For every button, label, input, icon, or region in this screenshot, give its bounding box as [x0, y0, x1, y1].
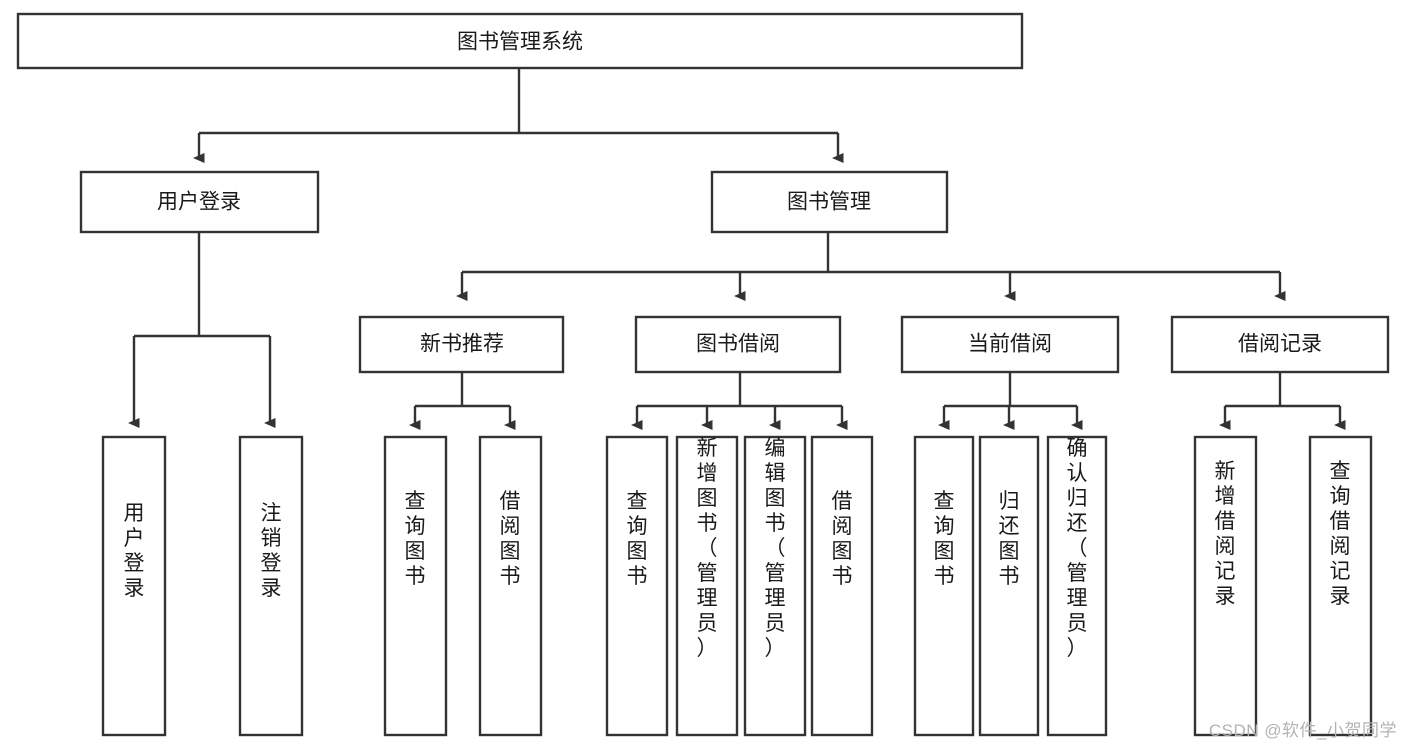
connector-group-root [193, 68, 844, 163]
leaf-node[interactable]: 查询借阅记录 [1308, 435, 1373, 737]
leaf-new-book-0-label: 查询图书 [405, 490, 426, 588]
node-user-login-label: 用户登录 [157, 191, 241, 214]
leaf-node[interactable]: 编辑图书（管理员） [743, 435, 807, 737]
leaf-node[interactable]: 归还图书 [978, 435, 1040, 737]
connector-group-new-book [409, 372, 516, 430]
leaf-borrow-record-1-label: 查询借阅记录 [1330, 460, 1351, 608]
node-new-book-recommend[interactable]: 新书推荐 [358, 315, 565, 374]
node-book-borrow-box [634, 315, 842, 374]
node-book-manage-box [710, 170, 949, 234]
leaf-node[interactable]: 借阅图书 [810, 435, 874, 737]
leaf-book-borrow-1-box [675, 435, 739, 737]
connector-group-book-manage [456, 232, 1286, 301]
node-borrow-record-box [1170, 315, 1390, 374]
node-borrow-record[interactable]: 借阅记录 [1170, 315, 1390, 374]
connector-group-borrow-record [1219, 372, 1346, 430]
leaf-current-borrow-1-box [978, 435, 1040, 737]
leaf-node[interactable]: 确认归还（管理员） [1046, 435, 1108, 737]
leaf-node[interactable]: 借阅图书 [478, 435, 543, 737]
leaf-book-borrow-1-label: 新增图书（管理员） [697, 437, 718, 660]
node-new-book-recommend-box [358, 315, 565, 374]
node-book-manage[interactable]: 图书管理 [710, 170, 949, 234]
connector-group-current-borrow [938, 372, 1083, 430]
leaf-node[interactable]: 新增借阅记录 [1193, 435, 1258, 737]
node-new-book-recommend-label: 新书推荐 [420, 333, 504, 356]
leaf-book-borrow-0-label: 查询图书 [627, 490, 648, 588]
leaf-node[interactable]: 用户登录 [101, 435, 167, 737]
node-root-box [16, 12, 1024, 70]
node-book-borrow[interactable]: 图书借阅 [634, 315, 842, 374]
node-root[interactable]: 图书管理系统 [16, 12, 1024, 70]
connector-group-book-borrow [631, 372, 848, 430]
node-user-login-box [79, 170, 320, 234]
node-current-borrow[interactable]: 当前借阅 [900, 315, 1120, 374]
node-book-borrow-label: 图书借阅 [696, 333, 780, 356]
leaf-user-login-0-label: 用户登录 [124, 502, 145, 600]
node-user-login[interactable]: 用户登录 [79, 170, 320, 234]
node-current-borrow-label: 当前借阅 [968, 333, 1052, 356]
leaf-current-borrow-2-label: 确认归还（管理员） [1067, 437, 1088, 660]
connector-group-user-login [128, 232, 276, 428]
node-current-borrow-box [900, 315, 1120, 374]
leaf-node[interactable]: 查询图书 [913, 435, 975, 737]
leaf-new-book-1-label: 借阅图书 [500, 490, 521, 588]
leaf-book-borrow-2-box [743, 435, 807, 737]
leaf-borrow-record-1-box [1308, 435, 1373, 737]
leaf-book-borrow-0-box [605, 435, 669, 737]
leaf-user-login-1-box [238, 435, 304, 737]
node-root-label: 图书管理系统 [457, 31, 583, 54]
csdn-watermark: CSDN @软件_小贺同学 [1208, 721, 1397, 740]
leaf-current-borrow-1-label: 归还图书 [999, 490, 1020, 588]
leaf-borrow-record-0-box [1193, 435, 1258, 737]
leaf-book-borrow-3-box [810, 435, 874, 737]
leaf-current-borrow-0-box [913, 435, 975, 737]
leaf-book-borrow-2-label: 编辑图书（管理员） [765, 437, 786, 660]
leaf-current-borrow-2-box [1046, 435, 1108, 737]
leaf-new-book-1-box [478, 435, 543, 737]
node-borrow-record-label: 借阅记录 [1238, 333, 1322, 356]
leaf-node[interactable]: 新增图书（管理员） [675, 435, 739, 737]
leaf-current-borrow-0-label: 查询图书 [934, 490, 955, 588]
leaf-node[interactable]: 查询图书 [383, 435, 448, 737]
leaf-user-login-0-box [101, 435, 167, 737]
node-book-manage-label: 图书管理 [787, 191, 871, 214]
leaf-node[interactable]: 查询图书 [605, 435, 669, 737]
leaf-node[interactable]: 注销登录 [238, 435, 304, 737]
leaf-book-borrow-3-label: 借阅图书 [832, 490, 853, 588]
leaf-user-login-1-label: 注销登录 [261, 502, 282, 600]
leaf-borrow-record-0-label: 新增借阅记录 [1215, 460, 1236, 608]
leaf-new-book-0-box [383, 435, 448, 737]
